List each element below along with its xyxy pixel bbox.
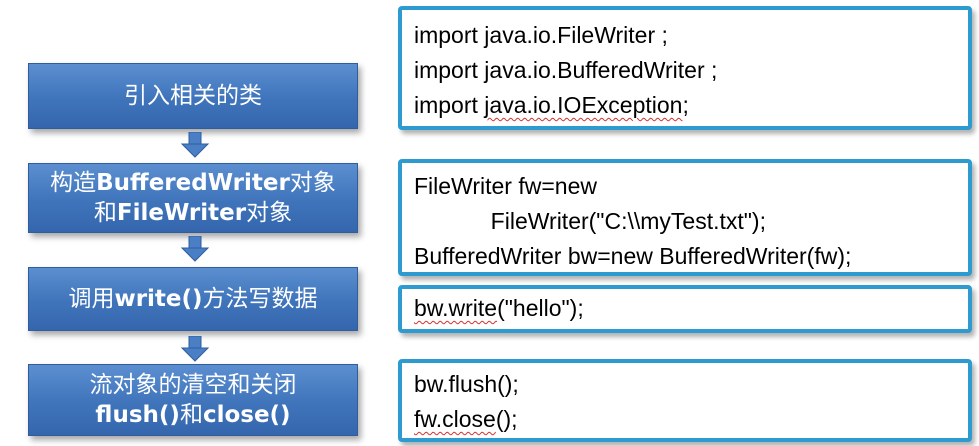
step-call-write: 调用write()方法写数据 — [28, 267, 358, 331]
spellcheck-underlined-token: fw.close — [414, 406, 496, 432]
step-construct-filewriter: FileWriter — [116, 200, 247, 226]
code-box-flush-close: bw.flush(); fw.close(); — [398, 359, 972, 442]
code-line: FileWriter fw=new — [414, 173, 597, 199]
code-line: FileWriter("C:\\myTest.txt"); — [414, 208, 766, 234]
code-line: bw.flush(); — [414, 371, 519, 397]
step-construct-post2: 对象 — [246, 200, 293, 226]
code-line: bw.write("hello"); — [414, 291, 968, 326]
code-line: fw.close(); — [414, 402, 968, 437]
code-token: import — [414, 92, 485, 118]
step-flush-method: flush() — [95, 402, 180, 428]
step-import-classes-label: 引入相关的类 — [124, 83, 262, 109]
spellcheck-underlined-token: bw.write — [414, 295, 498, 321]
step-construct-and: 和 — [93, 200, 117, 226]
step-import-classes: 引入相关的类 — [28, 63, 358, 129]
code-line: import java.io.BufferedWriter ; — [414, 57, 718, 83]
step-write-post: 方法写数据 — [202, 286, 318, 312]
code-box-write: bw.write("hello"); — [398, 285, 972, 333]
code-box-construct: FileWriter fw=new FileWriter("C:\\myTest… — [398, 159, 972, 276]
down-arrow-icon — [180, 336, 210, 362]
step-construct-bufferedwriter: BufferedWriter — [96, 170, 290, 196]
step-flush-and: 和 — [179, 402, 203, 428]
step-construct-post: 对象 — [289, 170, 336, 196]
step-flush-close-line1: 流对象的清空和关闭 — [89, 372, 297, 398]
step-close-method: close() — [202, 402, 291, 428]
code-token: ("hello"); — [497, 295, 584, 321]
code-line: BufferedWriter bw=new BufferedWriter(fw)… — [414, 243, 852, 269]
code-token: ; — [682, 92, 689, 118]
step-write-pre: 调用 — [68, 286, 115, 312]
code-line: import java.io.FileWriter ; — [414, 22, 668, 48]
step-construct-objects: 构造BufferedWriter对象 和FileWriter对象 — [28, 163, 358, 233]
code-token: (); — [495, 406, 518, 432]
step-flush-close: 流对象的清空和关闭 flush()和close() — [28, 364, 358, 436]
down-arrow-icon — [180, 236, 210, 262]
code-box-imports: import java.io.FileWriter ; import java.… — [398, 6, 972, 130]
step-construct-pre: 构造 — [50, 170, 97, 196]
spellcheck-underlined-token: java.io.IOException — [484, 92, 683, 118]
down-arrow-icon — [180, 132, 210, 158]
code-line: import java.io.IOException; — [414, 88, 968, 123]
step-write-method: write() — [114, 286, 203, 312]
